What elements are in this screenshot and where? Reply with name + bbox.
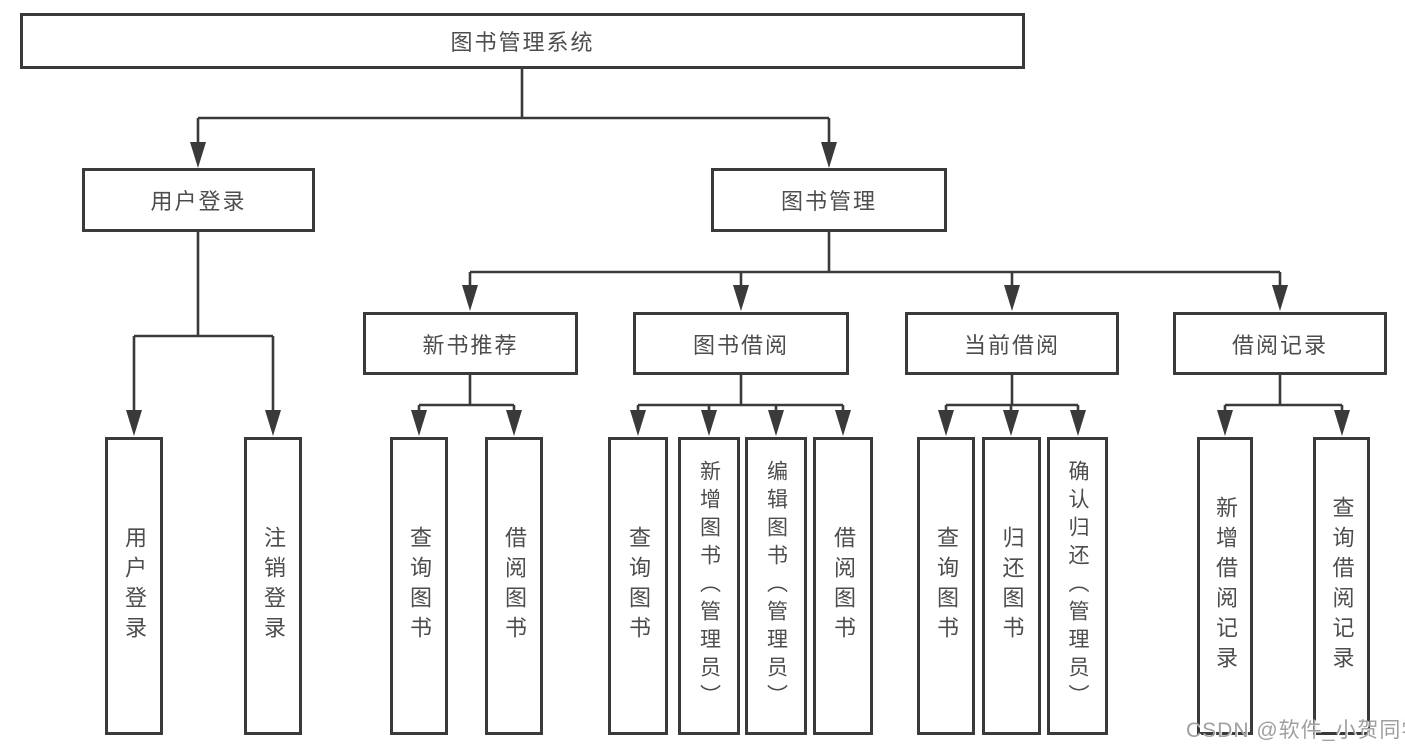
node-label: 借阅记录 — [1231, 332, 1328, 358]
node-label: 用户登录 — [150, 189, 247, 214]
leaf-add-borrow-record: 新增借阅记录 — [1197, 437, 1253, 735]
leaf-borrow-books-1: 借阅图书 — [485, 437, 543, 735]
leaf-label: 注销登录 — [261, 526, 286, 646]
node-borrow-records: 借阅记录 — [1173, 312, 1387, 375]
leaf-label: 新增借阅记录 — [1213, 496, 1238, 676]
leaf-label: 归还图书 — [999, 526, 1025, 646]
leaf-add-books-admin: 新增图书（管理员） — [678, 437, 740, 735]
leaf-query-books-2: 查询图书 — [608, 437, 668, 735]
leaf-label: 新增图书（管理员） — [697, 460, 721, 712]
node-user-login: 用户登录 — [82, 168, 315, 232]
node-label: 图书管理系统 — [450, 30, 595, 55]
leaf-label: 借阅图书 — [831, 526, 856, 646]
node-current-borrow: 当前借阅 — [905, 312, 1119, 375]
leaf-label: 借阅图书 — [502, 526, 527, 646]
node-label: 当前借阅 — [963, 332, 1060, 358]
leaf-label: 查询图书 — [626, 526, 651, 646]
leaf-return-books: 归还图书 — [982, 437, 1041, 735]
leaf-logout: 注销登录 — [244, 437, 302, 735]
leaf-label: 编辑图书（管理员） — [764, 460, 788, 712]
leaf-label: 查询图书 — [934, 526, 959, 646]
leaf-query-books-3: 查询图书 — [917, 437, 975, 735]
leaf-label: 查询图书 — [407, 526, 432, 646]
node-new-book-recommend: 新书推荐 — [363, 312, 578, 375]
node-library-system: 图书管理系统 — [20, 13, 1025, 69]
leaf-query-borrow-record: 查询借阅记录 — [1313, 437, 1370, 735]
node-label: 图书借阅 — [692, 332, 789, 358]
csdn-watermark: CSDN @软件_小贺同学 — [1186, 719, 1405, 742]
node-book-management: 图书管理 — [711, 168, 947, 232]
leaf-query-books-1: 查询图书 — [390, 437, 448, 735]
leaf-label: 确认归还（管理员） — [1066, 460, 1089, 712]
node-label: 图书管理 — [780, 189, 877, 214]
leaf-borrow-books-2: 借阅图书 — [813, 437, 873, 735]
leaf-label: 用户登录 — [122, 526, 147, 646]
leaf-confirm-return-admin: 确认归还（管理员） — [1047, 437, 1108, 735]
leaf-user-login: 用户登录 — [105, 437, 163, 735]
node-book-borrow: 图书借阅 — [633, 312, 849, 375]
leaf-label: 查询借阅记录 — [1329, 496, 1355, 676]
node-label: 新书推荐 — [422, 332, 519, 358]
leaf-edit-books-admin: 编辑图书（管理员） — [745, 437, 807, 735]
